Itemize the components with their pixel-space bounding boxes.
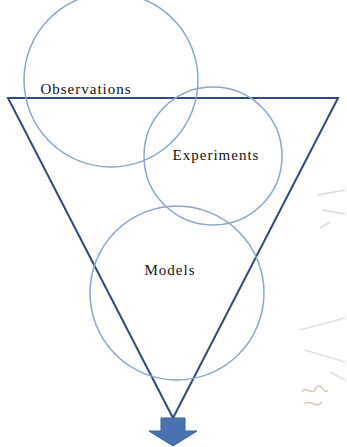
circle-label: Models bbox=[145, 262, 196, 279]
circle-outline bbox=[89, 205, 265, 381]
funnel-outline bbox=[8, 98, 338, 418]
photo-fragment bbox=[300, 318, 345, 380]
faint-photos bbox=[300, 190, 345, 405]
circle-label: Observations bbox=[40, 81, 131, 98]
circle-label: Experiments bbox=[173, 147, 260, 164]
circle-outline bbox=[144, 87, 282, 225]
down-arrow bbox=[149, 418, 197, 446]
circle-node: Models bbox=[89, 205, 265, 381]
photo-fragment bbox=[302, 386, 328, 405]
photo-fragment bbox=[318, 190, 345, 228]
circle-node: Experiments bbox=[143, 86, 283, 226]
circle-node: Observations bbox=[23, 0, 199, 168]
circle-outline bbox=[90, 206, 264, 380]
circle-outline bbox=[24, 0, 198, 167]
